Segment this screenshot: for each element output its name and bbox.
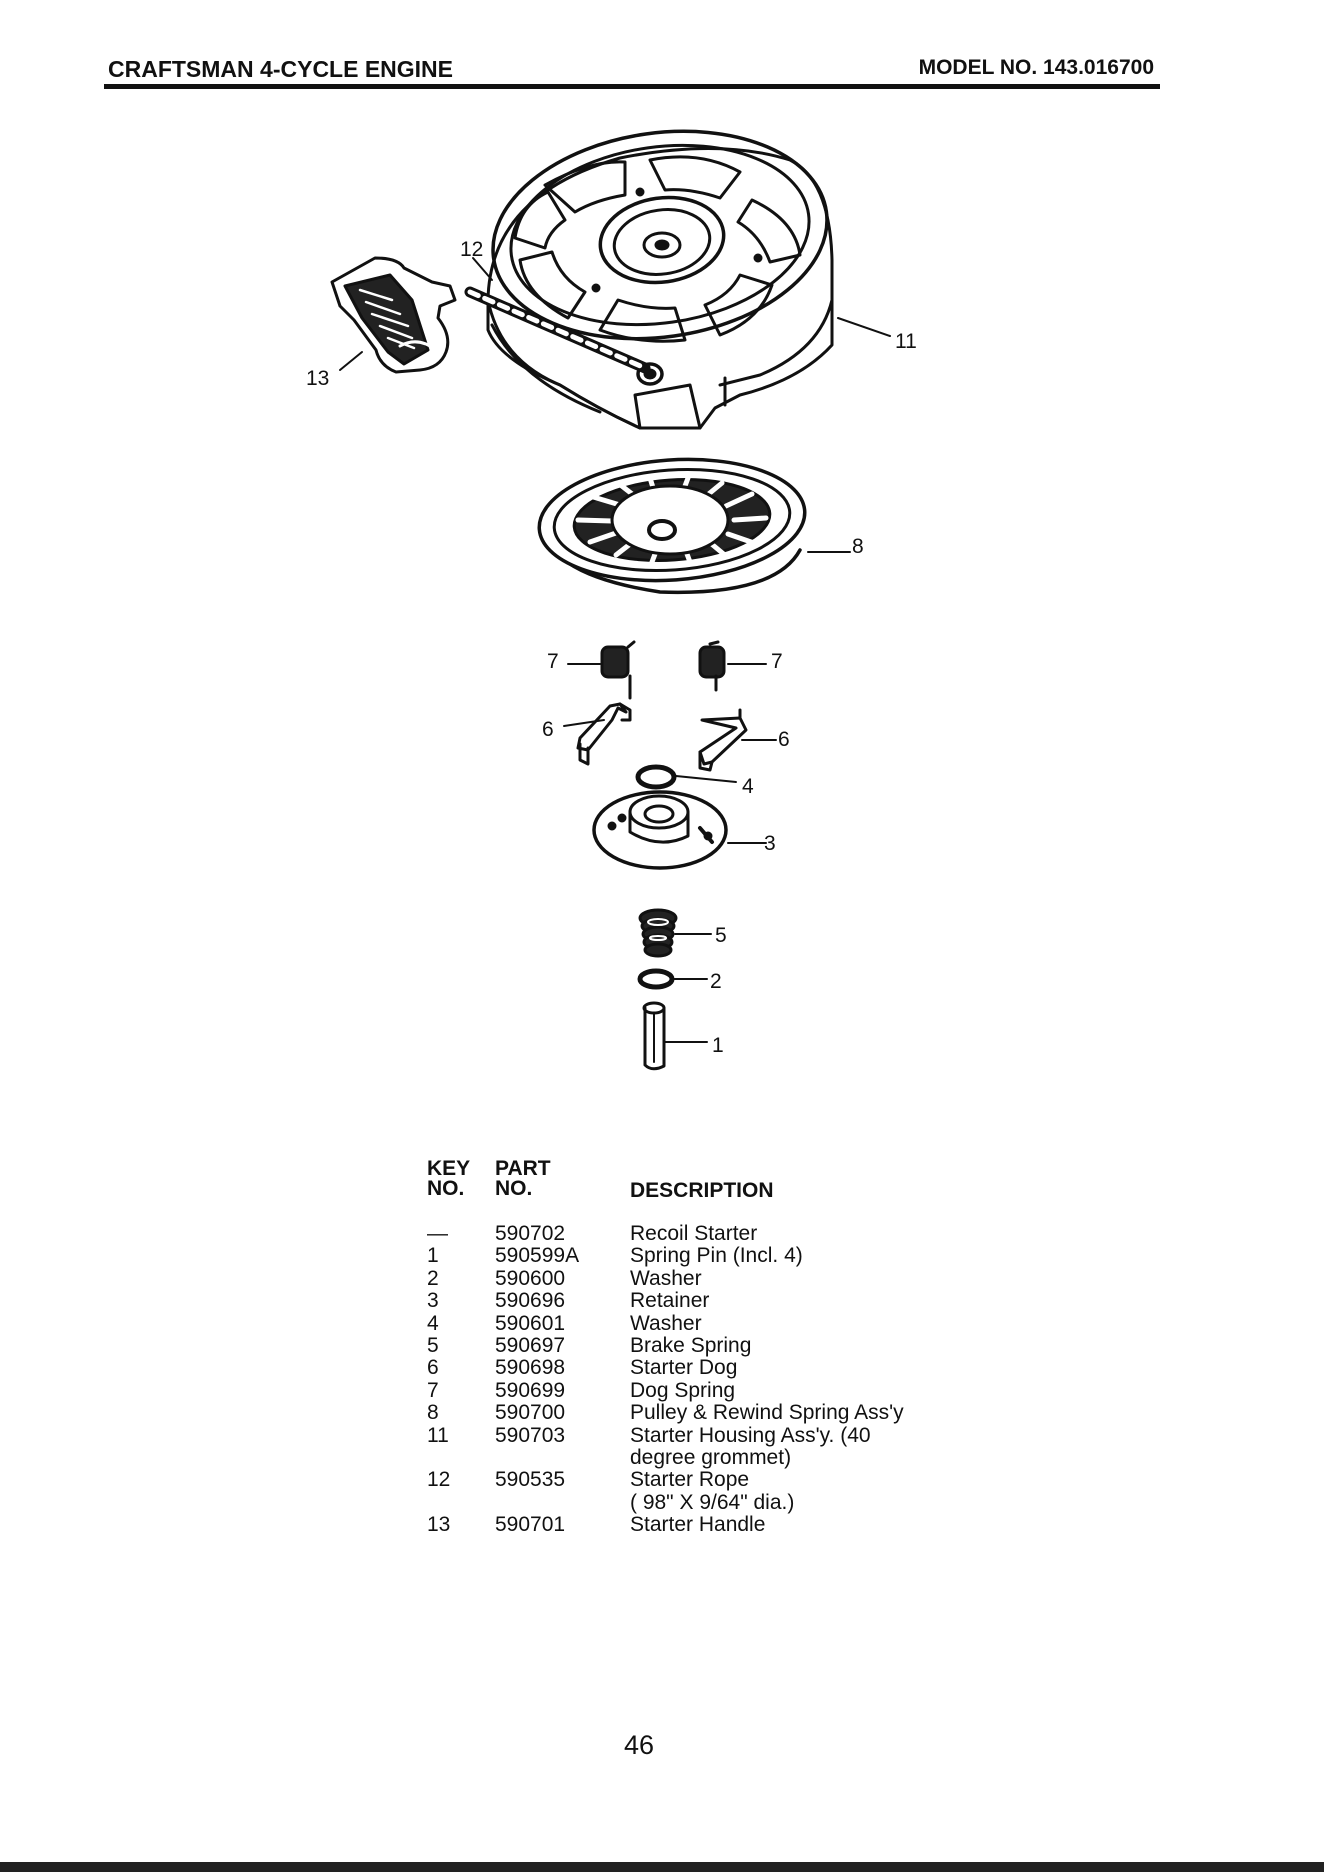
callout-11: 11: [895, 330, 917, 353]
key-no-header-line1: KEY: [427, 1157, 471, 1180]
callout-5: 5: [715, 924, 727, 947]
callout-4: 4: [742, 775, 754, 798]
callout-6-right: 6: [778, 728, 790, 751]
callout-13: 13: [306, 367, 329, 390]
leader-lines: [339, 257, 891, 1043]
spring-pin-part: [642, 1001, 666, 1071]
description-cell: Starter Handle: [630, 1513, 766, 1537]
exploded-parts-diagram: 13 12 11 8 7 7 6 6 4 3 5 2 1: [306, 129, 917, 1071]
callout-12: 12: [460, 238, 483, 261]
key-no-cell: 7: [427, 1378, 439, 1402]
description-cell: Starter Housing Ass'y. (40: [630, 1423, 871, 1447]
key-no-cell: 6: [427, 1356, 439, 1380]
key-no-cell: 3: [427, 1289, 439, 1313]
callout-3: 3: [764, 832, 776, 855]
key-no-cell: 13: [427, 1513, 451, 1537]
bottom-edge: [0, 1862, 1324, 1872]
callout-7-right: 7: [771, 650, 783, 673]
model-number: MODEL NO. 143.016700: [918, 56, 1154, 79]
key-no-cell: 12: [427, 1468, 451, 1492]
washer-2-part: [637, 968, 675, 990]
callout-6-left: 6: [542, 718, 554, 741]
key-no-cell: 1: [427, 1244, 439, 1268]
part-no-cell: 590700: [495, 1401, 566, 1425]
retainer-part: [592, 790, 728, 870]
part-no-cell: 590599A: [495, 1244, 580, 1268]
part-no-header-line2: NO.: [495, 1177, 533, 1200]
part-no-cell: 590702: [495, 1222, 566, 1245]
description-cell: degree grommet): [630, 1446, 792, 1469]
part-no-cell: 590701: [495, 1513, 566, 1537]
key-no-cell: 8: [427, 1401, 439, 1425]
page-header: CRAFTSMAN 4-CYCLE ENGINE MODEL NO. 143.0…: [104, 50, 1160, 90]
part-no-cell: 590535: [495, 1468, 566, 1492]
description-cell: Dog Spring: [630, 1378, 736, 1402]
dog-spring-right-part: [698, 640, 726, 692]
key-no-cell: 5: [427, 1334, 439, 1357]
description-cell: Brake Spring: [630, 1334, 752, 1357]
part-no-cell: 590601: [495, 1311, 566, 1335]
part-no-header-line1: PART: [495, 1157, 551, 1180]
part-no-cell: 590699: [495, 1378, 566, 1402]
dog-spring-left-part: [600, 640, 636, 700]
callout-8: 8: [852, 535, 864, 558]
description-cell: Washer: [630, 1311, 702, 1335]
description-cell: Spring Pin (Incl. 4): [630, 1244, 803, 1268]
starter-rope-part: [464, 286, 651, 374]
page-number: 46: [624, 1730, 655, 1760]
part-no-cell: 590698: [495, 1356, 566, 1380]
washer-4-part: [635, 764, 677, 790]
key-no-cell: —: [427, 1222, 448, 1245]
description-cell: Pulley & Rewind Spring Ass'y: [630, 1401, 904, 1425]
part-no-cell: 590696: [495, 1289, 566, 1313]
key-no-cell: 2: [427, 1266, 439, 1290]
description-cell: ( 98" X 9/64" dia.): [630, 1490, 795, 1514]
description-cell: Washer: [630, 1266, 702, 1290]
starter-dog-right-part: [698, 708, 748, 772]
callout-7-left: 7: [547, 650, 559, 673]
description-cell: Retainer: [630, 1289, 710, 1313]
starter-handle-part: [330, 256, 457, 374]
key-no-cell: 11: [427, 1423, 449, 1447]
key-no-header-line2: NO.: [427, 1177, 465, 1200]
starter-dog-left-part: [576, 702, 632, 766]
part-no-cell: 590600: [495, 1266, 566, 1290]
pulley-rewind-spring-part: [537, 457, 807, 595]
description-cell: Recoil Starter: [630, 1222, 758, 1245]
description-cell: Starter Dog: [630, 1356, 738, 1380]
part-no-cell: 590697: [495, 1334, 566, 1357]
callout-2: 2: [710, 970, 722, 993]
description-header: DESCRIPTION: [630, 1179, 774, 1202]
key-no-cell: 4: [427, 1311, 439, 1335]
header-rule: [104, 84, 1160, 89]
engine-title: CRAFTSMAN 4-CYCLE ENGINE: [108, 56, 454, 82]
description-cell: Starter Rope: [630, 1468, 750, 1492]
starter-housing-part: [486, 129, 834, 430]
part-no-cell: 590703: [495, 1423, 566, 1447]
brake-spring-part: [638, 908, 678, 958]
callout-1: 1: [712, 1034, 724, 1057]
